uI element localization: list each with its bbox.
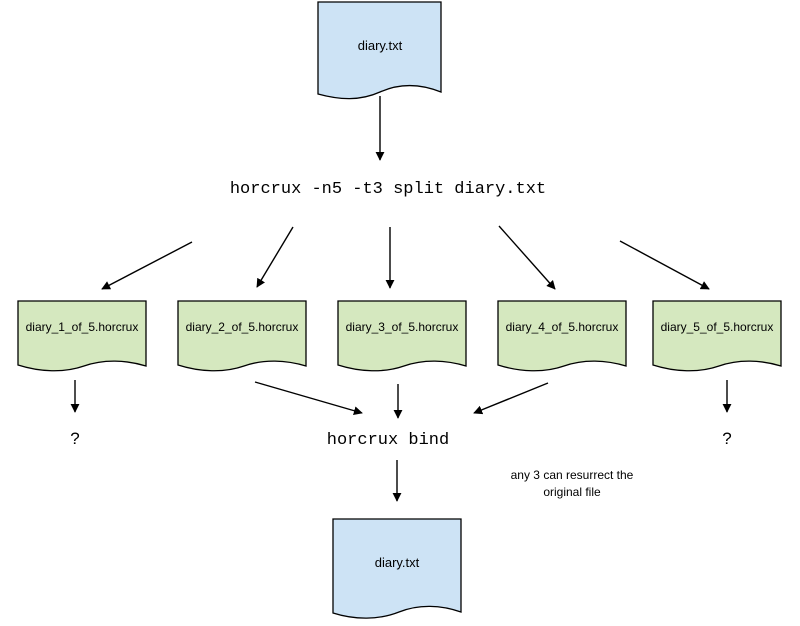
source-file-shape — [317, 1, 442, 100]
shard-3-label: diary_3_of_5.horcrux — [346, 320, 459, 334]
arrow-shard-2-to-bind — [254, 381, 363, 416]
note-line-2: original file — [543, 485, 601, 499]
shard-1-document: diary_1_of_5.horcrux — [17, 300, 147, 372]
source-file-label: diary.txt — [358, 38, 403, 53]
arrow-split-to-shard-1 — [101, 241, 193, 290]
shard-3-shape — [337, 300, 467, 372]
split-command-text: horcrux -n5 -t3 split diary.txt — [230, 180, 546, 199]
arrow-split-to-shard-4 — [498, 225, 556, 290]
unknown-mark-right: ? — [722, 429, 731, 448]
shard-1-label: diary_1_of_5.horcrux — [26, 320, 139, 334]
shard-4-document: diary_4_of_5.horcrux — [497, 300, 627, 372]
shard-2-shape — [177, 300, 307, 372]
unknown-mark-left: ? — [70, 429, 79, 448]
bind-command-text: horcrux bind — [327, 431, 449, 450]
result-file-document: diary.txt — [332, 518, 462, 619]
shard-2-document: diary_2_of_5.horcrux — [177, 300, 307, 372]
result-file-shape — [332, 518, 462, 619]
shard-5-shape — [652, 300, 782, 372]
shard-3-document: diary_3_of_5.horcrux — [337, 300, 467, 372]
shard-2-label: diary_2_of_5.horcrux — [186, 320, 299, 334]
shard-5-label: diary_5_of_5.horcrux — [661, 320, 774, 334]
result-file-label: diary.txt — [375, 555, 420, 570]
shard-1-shape — [17, 300, 147, 372]
note-line-1: any 3 can resurrect the — [511, 468, 634, 482]
shard-4-label: diary_4_of_5.horcrux — [506, 320, 619, 334]
shard-4-shape — [497, 300, 627, 372]
shard-5-document: diary_5_of_5.horcrux — [652, 300, 782, 372]
arrow-split-to-shard-2 — [256, 226, 294, 288]
arrow-split-to-shard-5 — [619, 240, 710, 290]
arrow-shard-4-to-bind — [473, 382, 549, 415]
source-file-document: diary.txt — [317, 1, 442, 100]
